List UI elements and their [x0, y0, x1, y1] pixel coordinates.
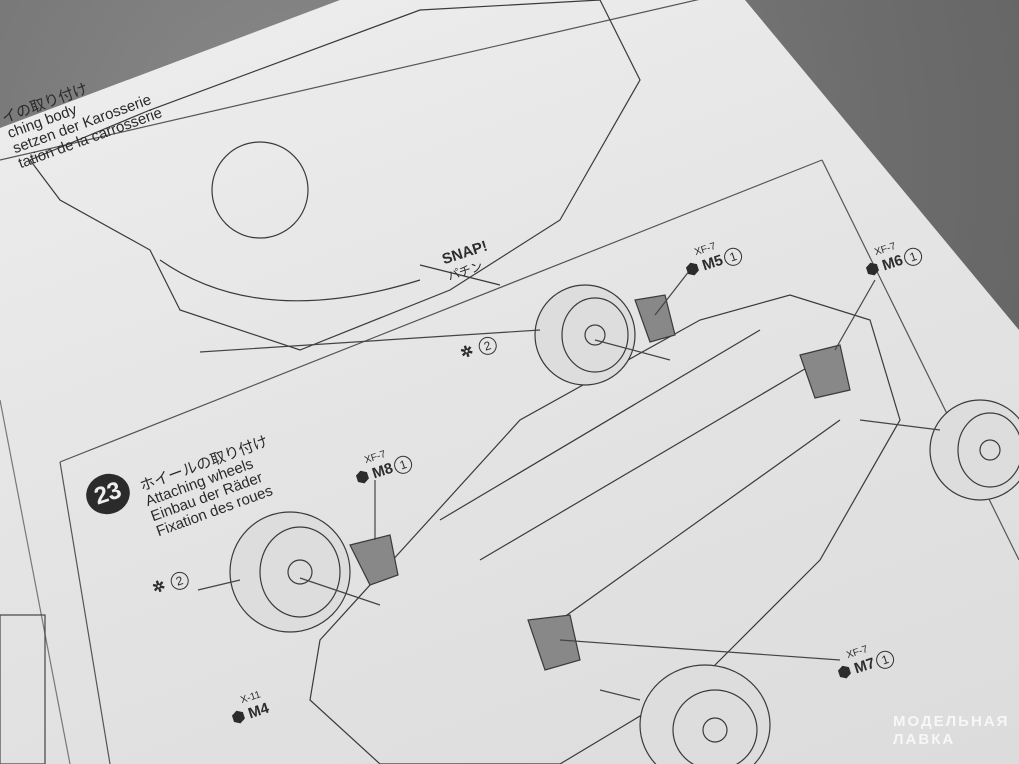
wheel-front-right [639, 664, 771, 764]
wheel-rear-left [534, 284, 636, 386]
panel-border-left [59, 461, 111, 764]
car-body-upper [29, 0, 641, 351]
wheel-arch-upper [211, 141, 309, 239]
part-m8-flap [349, 534, 399, 586]
page-edge [0, 399, 71, 764]
part-m5-flap [634, 294, 676, 343]
part-m6-flap [799, 344, 851, 399]
wheel-front-left [229, 511, 351, 633]
side-box [0, 614, 46, 764]
wheel-rear-right [929, 399, 1019, 501]
watermark: МОДЕЛЬНАЯ ЛАВКА [893, 713, 1009, 749]
chassis-rails [439, 329, 841, 621]
snap-leader [419, 264, 501, 286]
panel-divider [59, 159, 823, 463]
part-m7-flap [527, 614, 581, 671]
watermark-line1: МОДЕЛЬНАЯ [893, 713, 1010, 730]
watermark-line2: ЛАВКА [893, 731, 956, 748]
car-bumper [159, 259, 421, 302]
panel-border-right [821, 159, 1019, 561]
leader-lines [197, 269, 941, 701]
panel-border-top [0, 0, 700, 161]
